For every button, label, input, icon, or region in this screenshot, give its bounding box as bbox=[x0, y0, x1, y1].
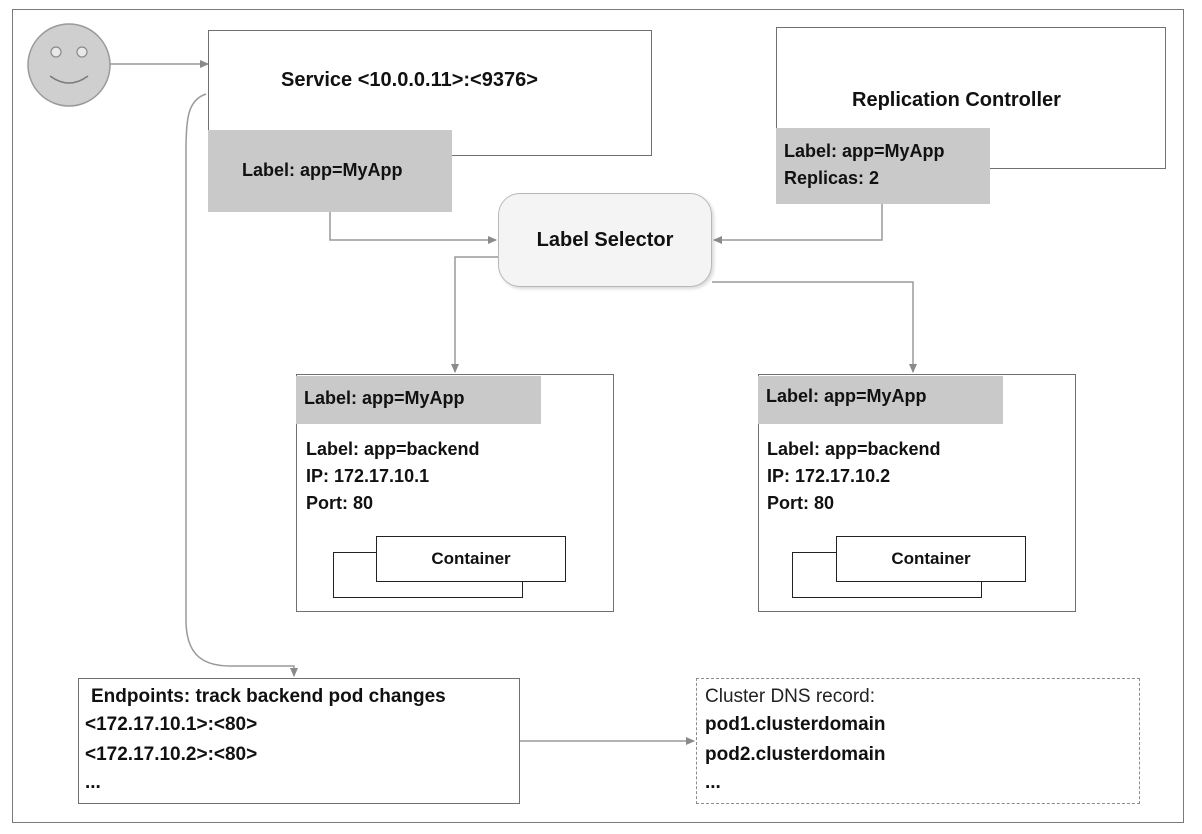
selector-to-pod2-arrow bbox=[712, 281, 917, 373]
endpoint-2: <172.17.10.2>:<80> bbox=[85, 744, 258, 765]
service-label-text: Label: app=MyApp bbox=[242, 160, 403, 180]
cluster-dns-box: Cluster DNS record: pod1.clusterdomain p… bbox=[696, 678, 1140, 804]
diagram-frame bbox=[12, 9, 1184, 823]
pod-2-ip: IP: 172.17.10.2 bbox=[767, 466, 891, 486]
rc-replicas: Replicas: 2 bbox=[784, 168, 880, 188]
pod-1-selector-label-text: Label: app=MyApp bbox=[304, 388, 465, 408]
smiley-face-icon bbox=[27, 23, 111, 107]
rc-to-selector-arrow bbox=[713, 204, 883, 244]
pod-2-container: Container bbox=[836, 536, 1026, 582]
endpoints-title: Endpoints: track backend pod changes bbox=[91, 686, 446, 707]
endpoint-1: <172.17.10.1>:<80> bbox=[85, 714, 258, 735]
pod-2-label: Label: app=backend bbox=[767, 439, 941, 459]
pod-1-label: Label: app=backend bbox=[306, 439, 480, 459]
label-selector: Label Selector bbox=[498, 193, 712, 287]
pod-1-details: Label: app=backend IP: 172.17.10.1 Port:… bbox=[306, 436, 480, 517]
service-title: Service <10.0.0.11>:<9376> bbox=[281, 69, 538, 91]
dns-title: Cluster DNS record: bbox=[705, 686, 875, 707]
service-to-selector-arrow bbox=[329, 212, 497, 244]
endpoint-more: ... bbox=[85, 772, 101, 793]
service-label: Label: app=MyApp bbox=[208, 130, 452, 212]
pod-2-details: Label: app=backend IP: 172.17.10.2 Port:… bbox=[767, 436, 941, 517]
pod-1-port: Port: 80 bbox=[306, 493, 374, 513]
replication-controller-title: Replication Controller bbox=[852, 89, 1061, 111]
dns-record-1: pod1.clusterdomain bbox=[705, 714, 886, 735]
pod-2-selector-label-text: Label: app=MyApp bbox=[766, 386, 927, 406]
pod-1-container: Container bbox=[376, 536, 566, 582]
pod-1-ip: IP: 172.17.10.1 bbox=[306, 466, 430, 486]
pod-2-selector-label: Label: app=MyApp bbox=[758, 376, 1003, 424]
pod-1-selector-label: Label: app=MyApp bbox=[296, 376, 541, 424]
pod-2-port: Port: 80 bbox=[767, 493, 835, 513]
selector-to-pod1-arrow bbox=[451, 256, 500, 373]
service-to-endpoints-arrow bbox=[185, 93, 298, 677]
replication-controller-labels: Label: app=MyApp Replicas: 2 bbox=[776, 128, 990, 204]
dns-record-2: pod2.clusterdomain bbox=[705, 744, 886, 765]
endpoints-box: Endpoints: track backend pod changes <17… bbox=[78, 678, 520, 804]
dns-record-more: ... bbox=[705, 772, 721, 793]
rc-label: Label: app=MyApp bbox=[784, 141, 945, 161]
